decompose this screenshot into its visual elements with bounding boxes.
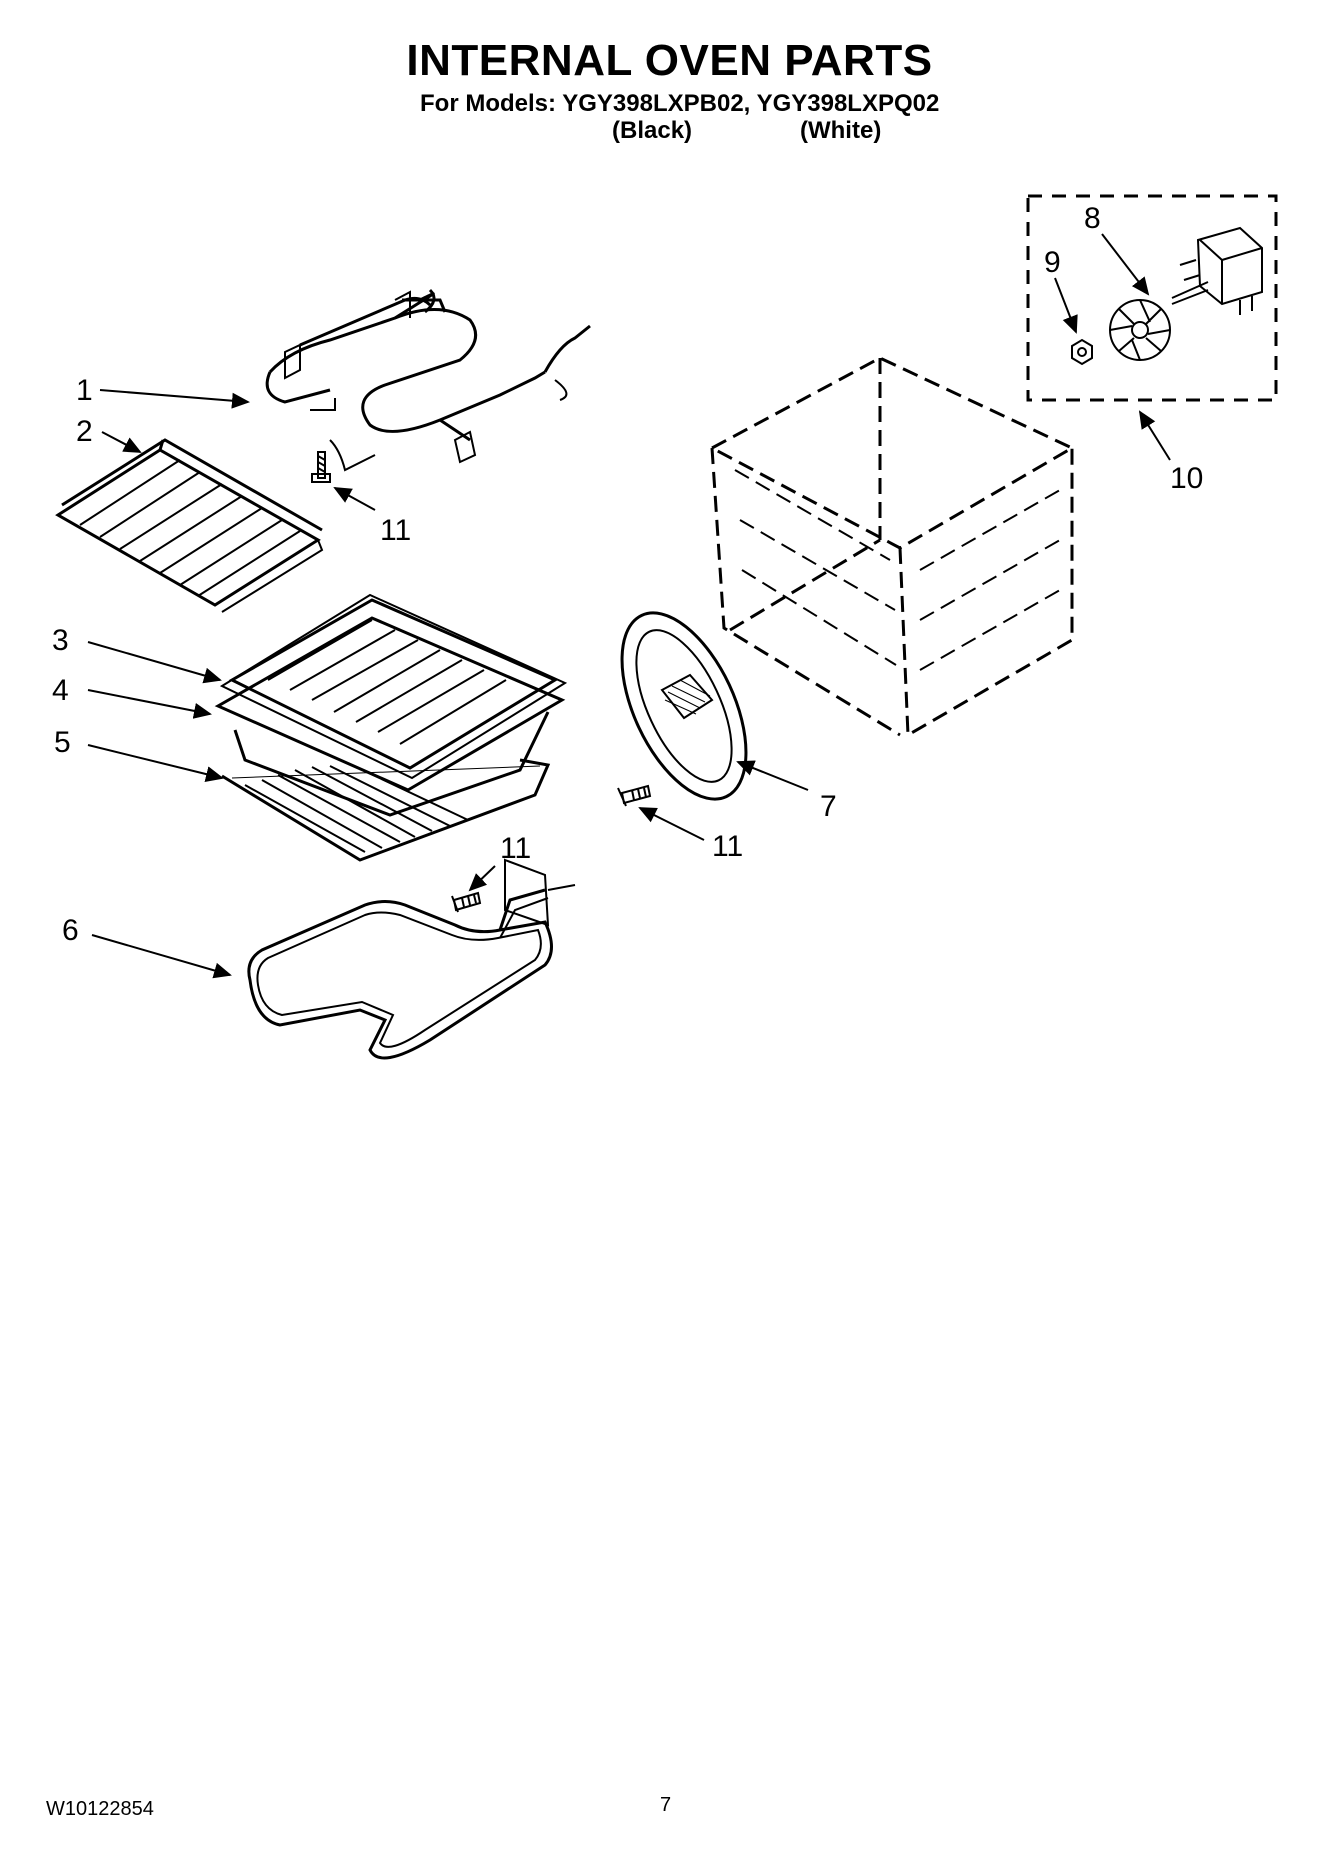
callout-7: 7	[820, 790, 837, 823]
screw-bottom	[451, 891, 482, 913]
callout-5: 5	[54, 726, 71, 759]
broiler-pan-assembly	[214, 593, 568, 862]
oven-cavity	[708, 356, 1076, 738]
fan-nut	[1071, 338, 1093, 366]
screw-fan-cover	[617, 784, 652, 807]
page-title: INTERNAL OVEN PARTS	[406, 36, 933, 85]
callout-9: 9	[1044, 246, 1061, 279]
fan-blade	[1109, 299, 1171, 361]
models-line: For Models: YGY398LXPB02, YGY398LXPQ02	[420, 90, 940, 117]
callout-10: 10	[1170, 462, 1203, 495]
callout-8: 8	[1084, 202, 1101, 235]
broil-element	[265, 288, 591, 472]
callout-2: 2	[76, 415, 93, 448]
bake-element	[247, 858, 576, 1060]
fan-motor-kit-box	[1026, 194, 1278, 402]
document-number: W10122854	[46, 1798, 154, 1820]
callout-6: 6	[62, 914, 79, 947]
callout-11-bottom: 11	[500, 832, 531, 865]
callout-1: 1	[76, 374, 93, 407]
callout-3: 3	[52, 624, 69, 657]
fan-motor	[1171, 226, 1263, 315]
screw-top	[311, 451, 331, 483]
variant-white: (White)	[800, 117, 882, 144]
fan-cover	[620, 611, 748, 801]
page-number: 7	[660, 1794, 672, 1816]
callout-11-fan-cover: 11	[712, 830, 743, 863]
variant-black: (Black)	[612, 117, 693, 144]
oven-rack	[55, 438, 324, 613]
leader-lines	[87, 233, 1171, 979]
callout-11-top: 11	[380, 514, 411, 547]
callout-4: 4	[52, 674, 69, 707]
